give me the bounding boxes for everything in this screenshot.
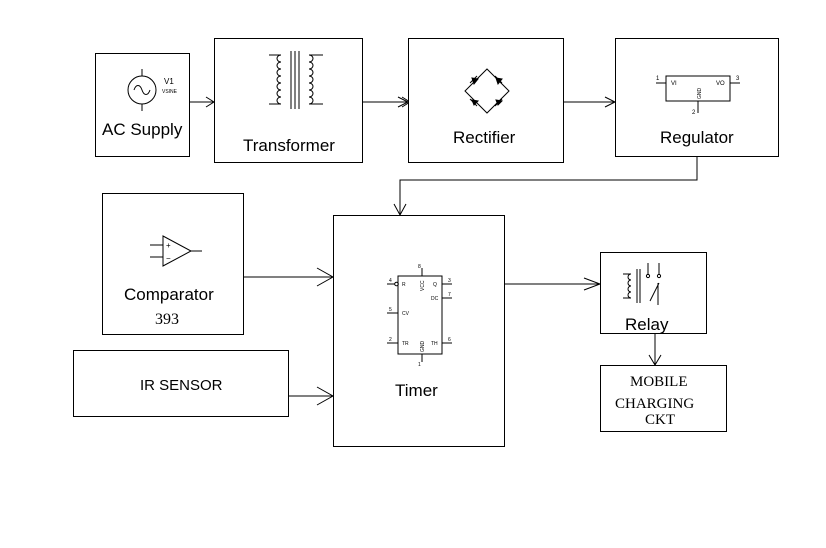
svg-text:5: 5 [389, 307, 392, 313]
svg-text:1: 1 [656, 76, 660, 82]
regulator-block: 1 3 2 VI VO GND Regulator [615, 38, 779, 157]
svg-text:+: + [166, 241, 171, 250]
svg-text:3: 3 [448, 278, 451, 284]
svg-text:6: 6 [448, 337, 451, 343]
relay-label: Relay [625, 315, 669, 334]
sine-source-icon: V1 VSINE [127, 69, 178, 111]
svg-text:4: 4 [389, 278, 392, 284]
timer-555-icon: 4 R 8 VCC 3 Q 7 DC 5 CV 2 TR 1 GND 6 TH [387, 264, 452, 366]
svg-text:CV: CV [402, 311, 410, 317]
mobile-label-line2: CHARGING [615, 396, 695, 412]
svg-text:1: 1 [418, 362, 421, 366]
ir-sensor-label: IR SENSOR [140, 377, 223, 394]
source-ref-label: V1 [164, 77, 174, 86]
svg-text:3: 3 [736, 76, 740, 82]
source-type-label: VSINE [162, 89, 178, 95]
svg-text:2: 2 [389, 337, 392, 343]
svg-text:Q: Q [433, 282, 437, 288]
svg-text:DC: DC [431, 296, 439, 302]
rectifier-block: Rectifier [408, 38, 564, 163]
ac-supply-block: V1 VSINE AC Supply [95, 53, 190, 157]
mobile-charging-block: MOBILE CHARGING CKT [600, 365, 727, 432]
bridge-rectifier-icon [464, 68, 510, 114]
svg-text:VCC: VCC [420, 280, 426, 291]
relay-block: Relay [600, 252, 707, 334]
comparator-label: Comparator [124, 285, 214, 304]
rectifier-label: Rectifier [453, 128, 516, 147]
wire-regulator-to-timer [399, 157, 698, 215]
svg-text:VO: VO [716, 81, 725, 87]
transformer-block: Transformer [214, 38, 363, 163]
transformer-label: Transformer [243, 136, 335, 155]
regulator-label: Regulator [660, 128, 734, 147]
timer-label: Timer [395, 381, 438, 400]
regulator-ic-icon: 1 3 2 VI VO GND [656, 75, 740, 116]
mobile-label-line1: MOBILE [630, 374, 688, 390]
svg-text:R: R [402, 282, 406, 288]
svg-text:7: 7 [448, 292, 451, 298]
timer-block: 4 R 8 VCC 3 Q 7 DC 5 CV 2 TR 1 GND 6 TH … [333, 215, 505, 447]
comparator-part-label: 393 [155, 311, 179, 328]
ac-supply-label: AC Supply [102, 120, 183, 139]
svg-text:VI: VI [671, 81, 677, 87]
ir-sensor-block: IR SENSOR [73, 350, 289, 417]
svg-text:−: − [166, 254, 171, 263]
svg-text:GND: GND [697, 88, 703, 100]
svg-text:GND: GND [420, 341, 426, 353]
comparator-block: + − Comparator 393 [102, 193, 244, 335]
transformer-icon [269, 51, 323, 109]
svg-text:TR: TR [402, 341, 409, 347]
svg-text:8: 8 [418, 264, 421, 270]
op-amp-icon: + − [150, 235, 202, 267]
svg-text:2: 2 [692, 110, 696, 116]
relay-switch-icon [623, 263, 662, 305]
mobile-label-line3: CKT [645, 412, 675, 428]
svg-text:TH: TH [431, 341, 438, 347]
